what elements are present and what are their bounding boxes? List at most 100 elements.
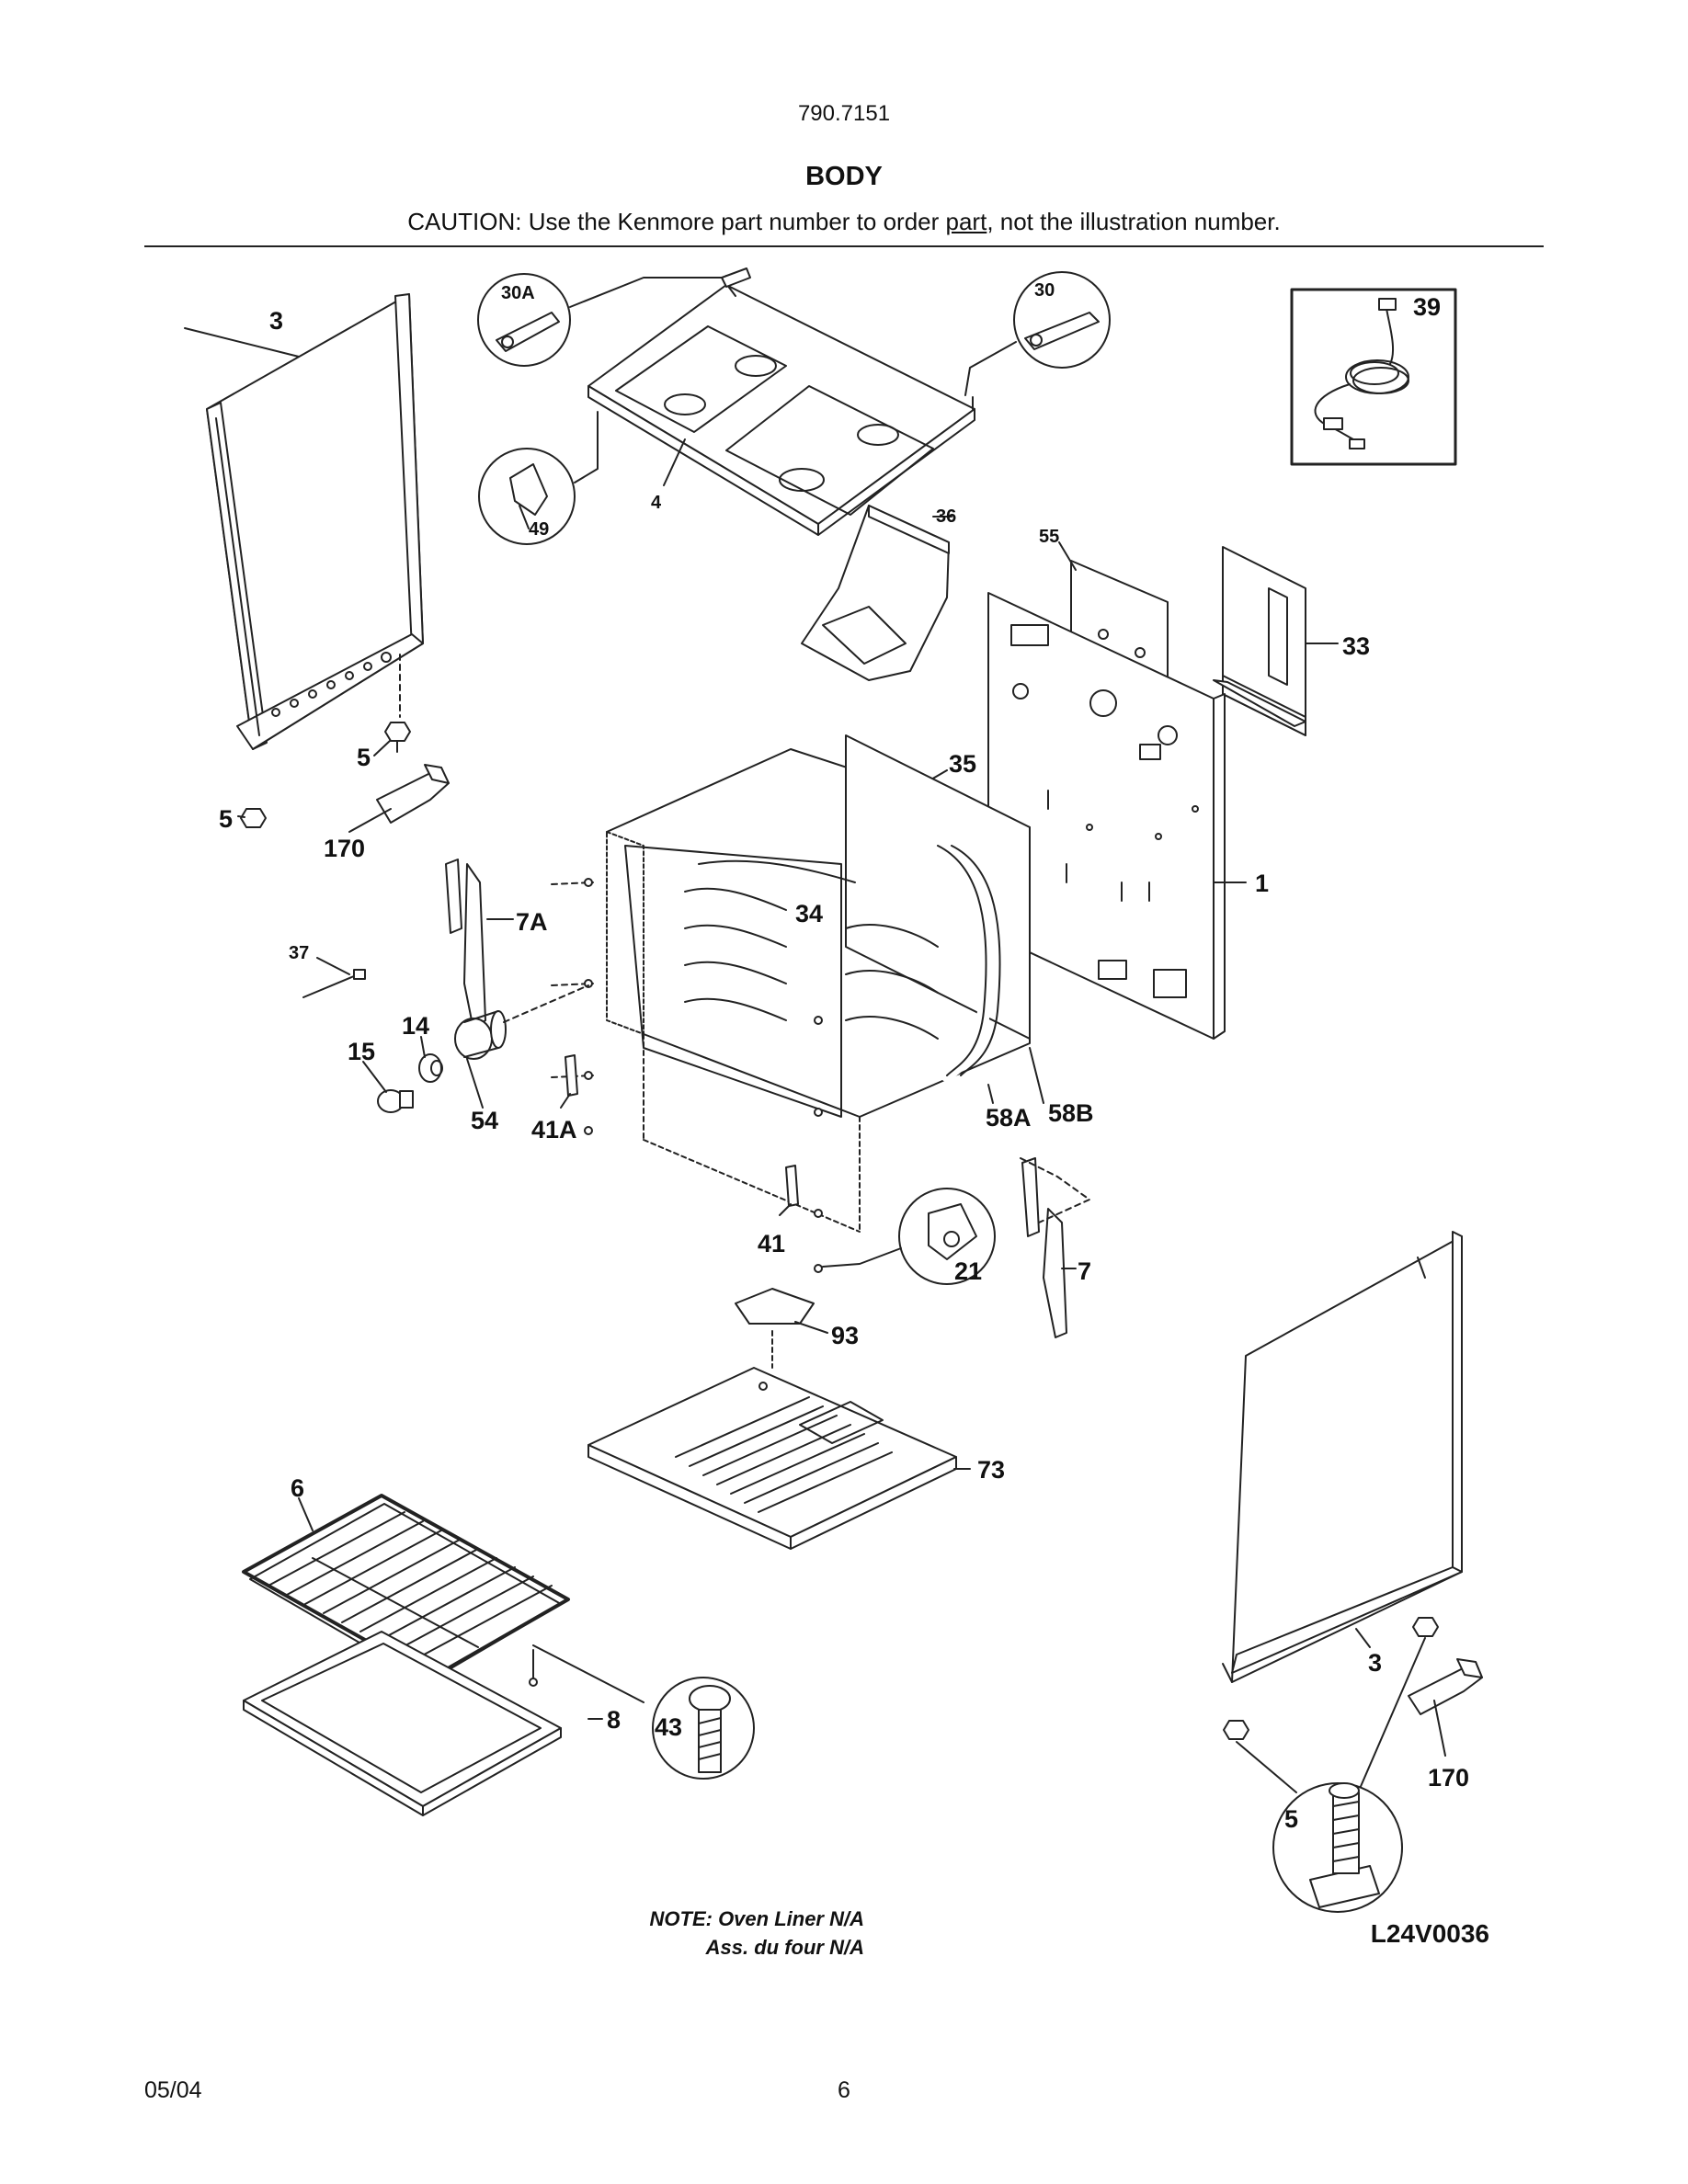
leader-line bbox=[1355, 1628, 1371, 1648]
callout-labels: 3 30A 30 39 49 4 36 55 33 35 5 5 170 1 3… bbox=[219, 280, 1469, 1833]
callout-41: 41 bbox=[758, 1230, 785, 1257]
part-liner-bracket-a bbox=[565, 1054, 578, 1097]
callout-4: 4 bbox=[651, 493, 662, 513]
page-title: BODY bbox=[805, 162, 883, 191]
leader-line bbox=[298, 1497, 314, 1531]
part-sensor-wire bbox=[302, 969, 366, 998]
part-oven-bottom bbox=[587, 1367, 957, 1550]
leader-line bbox=[466, 1058, 484, 1109]
callout-34: 34 bbox=[795, 900, 823, 927]
leader-line bbox=[1236, 1741, 1297, 1793]
leader-line bbox=[1029, 1047, 1044, 1104]
diagram-reference-code: L24V0036 bbox=[1370, 1919, 1489, 1948]
callout-21: 21 bbox=[954, 1257, 982, 1285]
leader-line bbox=[987, 1084, 994, 1104]
leader-line bbox=[503, 984, 589, 1023]
page-number: 6 bbox=[838, 2077, 850, 2103]
leader-line bbox=[1058, 541, 1077, 571]
part-lamp-bulb bbox=[377, 1089, 414, 1113]
callout-58b: 58B bbox=[1048, 1099, 1094, 1127]
callout-49: 49 bbox=[529, 519, 549, 540]
callout-73: 73 bbox=[977, 1456, 1005, 1484]
part-rack-support-left bbox=[445, 859, 486, 1030]
part-side-panel-left bbox=[206, 293, 424, 750]
part-vent-duct bbox=[801, 505, 950, 681]
leader-line bbox=[964, 341, 1017, 396]
revision-date: 05/04 bbox=[144, 2077, 202, 2103]
leader-line bbox=[532, 1644, 644, 1703]
callout-54: 54 bbox=[471, 1107, 498, 1134]
callout-8: 8 bbox=[607, 1706, 621, 1734]
caution-text-underlined: part bbox=[945, 208, 987, 235]
leader-line bbox=[316, 957, 350, 975]
part-back-shield bbox=[1213, 546, 1306, 736]
part-insulation-clip bbox=[928, 1203, 977, 1260]
callout-37: 37 bbox=[289, 943, 309, 963]
callout-35: 35 bbox=[949, 750, 976, 778]
leader-line bbox=[822, 1247, 902, 1268]
part-rack-support-right bbox=[1021, 1157, 1067, 1338]
leader-line bbox=[420, 1036, 426, 1058]
callout-15: 15 bbox=[348, 1038, 375, 1065]
callout-5-left: 5 bbox=[219, 805, 233, 833]
callout-1: 1 bbox=[1255, 870, 1269, 897]
leader-line bbox=[237, 815, 245, 818]
leader-line bbox=[184, 327, 300, 358]
part-top-hinge-right bbox=[1024, 312, 1100, 350]
part-side-panel-right bbox=[1222, 1231, 1463, 1683]
part-top-clip bbox=[509, 463, 548, 529]
part-oven-bottom-cover bbox=[735, 1288, 815, 1325]
part-drawer-panel bbox=[243, 1631, 562, 1816]
callout-5-upper: 5 bbox=[357, 744, 371, 771]
part-top-hinge-left bbox=[496, 312, 560, 352]
callout-3-right: 3 bbox=[1368, 1649, 1382, 1677]
leader-line bbox=[663, 438, 686, 486]
callout-14: 14 bbox=[402, 1012, 429, 1040]
part-leveling-screw bbox=[384, 722, 411, 753]
callout-33: 33 bbox=[1342, 632, 1370, 660]
part-leveling-leg-detail bbox=[1309, 1782, 1380, 1908]
callout-39: 39 bbox=[1413, 293, 1441, 321]
callout-6: 6 bbox=[291, 1474, 304, 1502]
leader-line bbox=[1020, 1157, 1090, 1223]
callout-5-detail: 5 bbox=[1284, 1805, 1298, 1833]
callout-170-left: 170 bbox=[324, 835, 365, 862]
leader-line bbox=[560, 1093, 571, 1109]
part-oven-liner bbox=[606, 734, 1031, 1233]
callout-58a: 58A bbox=[986, 1104, 1032, 1132]
callout-3-left: 3 bbox=[269, 307, 283, 335]
part-main-top bbox=[587, 275, 975, 536]
callout-7: 7 bbox=[1078, 1257, 1091, 1285]
leader-line bbox=[1355, 1637, 1426, 1798]
note-line-french: Ass. du four N/A bbox=[705, 1936, 864, 1959]
callout-36: 36 bbox=[936, 506, 956, 527]
part-lamp-socket bbox=[418, 1053, 443, 1083]
leader-line bbox=[373, 740, 391, 756]
caution-text-end: , not the illustration number. bbox=[987, 208, 1281, 235]
part-power-cord bbox=[1314, 298, 1409, 449]
part-lamp-cover bbox=[454, 1010, 507, 1060]
leader-line bbox=[794, 1321, 828, 1334]
callout-41a: 41A bbox=[531, 1116, 577, 1143]
part-back-panel bbox=[987, 592, 1226, 1040]
caution-text: CAUTION: Use the Kenmore part number to … bbox=[0, 208, 1688, 236]
callout-30a: 30A bbox=[501, 283, 535, 303]
header-divider bbox=[144, 245, 1544, 247]
caution-text-start: CAUTION: Use the Kenmore part number to … bbox=[407, 208, 946, 235]
oven-liner-note: NOTE: Oven Liner N/A Ass. du four N/A bbox=[588, 1905, 864, 1962]
callout-7a: 7A bbox=[516, 908, 548, 936]
part-hinge-bracket-small bbox=[721, 267, 751, 288]
part-drawer-screw bbox=[529, 1649, 538, 1687]
callout-30: 30 bbox=[1034, 280, 1055, 301]
callout-43: 43 bbox=[655, 1713, 682, 1741]
leader-line bbox=[779, 1203, 792, 1216]
part-leveling-screw bbox=[1412, 1617, 1439, 1637]
part-screw-detail bbox=[689, 1685, 731, 1773]
note-line-english: NOTE: Oven Liner N/A bbox=[649, 1907, 864, 1930]
callout-170-right: 170 bbox=[1428, 1764, 1469, 1792]
leader-line bbox=[362, 1061, 387, 1093]
part-liner-bracket bbox=[785, 1165, 799, 1207]
part-leg-bracket bbox=[1408, 1658, 1483, 1715]
leader-line bbox=[348, 808, 392, 833]
